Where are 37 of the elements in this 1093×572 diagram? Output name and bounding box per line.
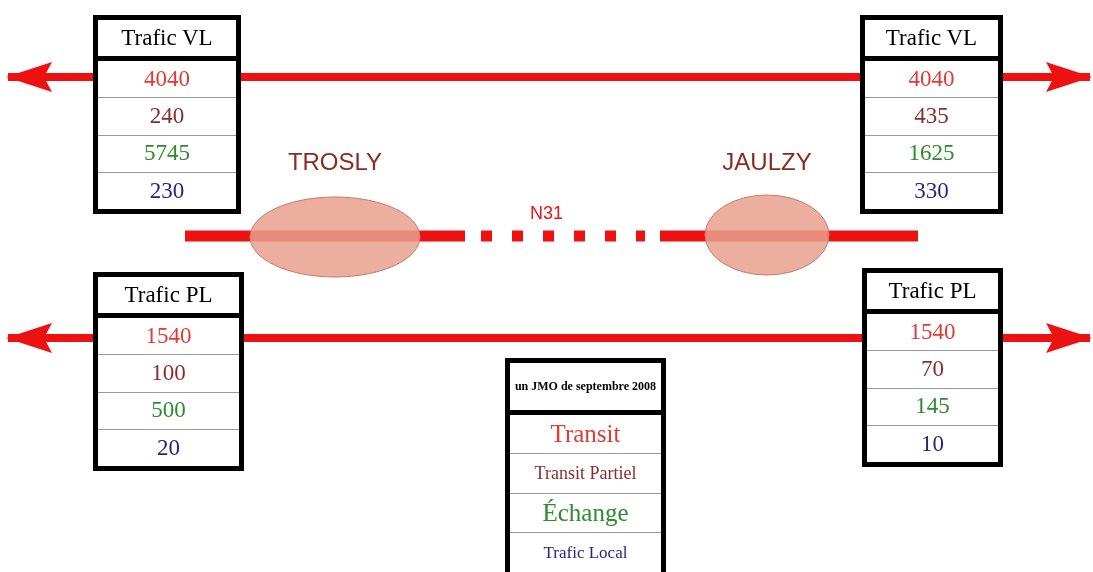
table-value: 330: [913, 176, 950, 205]
traffic-table: [860, 15, 1003, 214]
town-name: TROSLY: [287, 148, 383, 176]
legend-table: [505, 358, 666, 572]
table-value: Transit: [510, 414, 661, 455]
town-name: JAULZY: [722, 148, 812, 176]
table-heading: Trafic PL: [98, 277, 239, 319]
traffic-table: [93, 272, 244, 471]
table-value: Transit Partiel: [510, 454, 661, 494]
arrow: [6, 62, 93, 92]
table-value: 4040: [865, 61, 998, 99]
table-value: Échange: [510, 493, 661, 534]
road-label: N31: [530, 202, 564, 225]
traffic-table: [862, 268, 1003, 467]
table-value: Trafic Local: [542, 541, 629, 564]
table-value: 145: [867, 388, 998, 426]
table-value: 1540: [98, 318, 239, 356]
table-value: 500: [98, 392, 239, 430]
table-value: 100: [98, 355, 239, 393]
table-heading: Trafic VL: [865, 20, 998, 62]
table-value: 10: [920, 429, 945, 458]
arrow: [1003, 323, 1092, 353]
table-heading: Trafic PL: [867, 273, 998, 315]
table-heading: Trafic VL: [98, 20, 236, 62]
table-value: 5745: [98, 135, 236, 173]
table-heading: un JMO de septembre 2008: [510, 363, 661, 415]
table-value: 1625: [865, 135, 998, 173]
table-value: 1540: [867, 314, 998, 352]
table-value: 230: [148, 176, 186, 205]
table-value: 240: [98, 98, 236, 136]
traffic-table: [93, 15, 241, 214]
table-value: 70: [867, 351, 998, 389]
table-value: 435: [865, 98, 998, 136]
arrow: [6, 323, 93, 353]
table-value: 4040: [98, 61, 236, 99]
arrow: [1003, 62, 1092, 92]
table-value: 20: [156, 433, 181, 462]
